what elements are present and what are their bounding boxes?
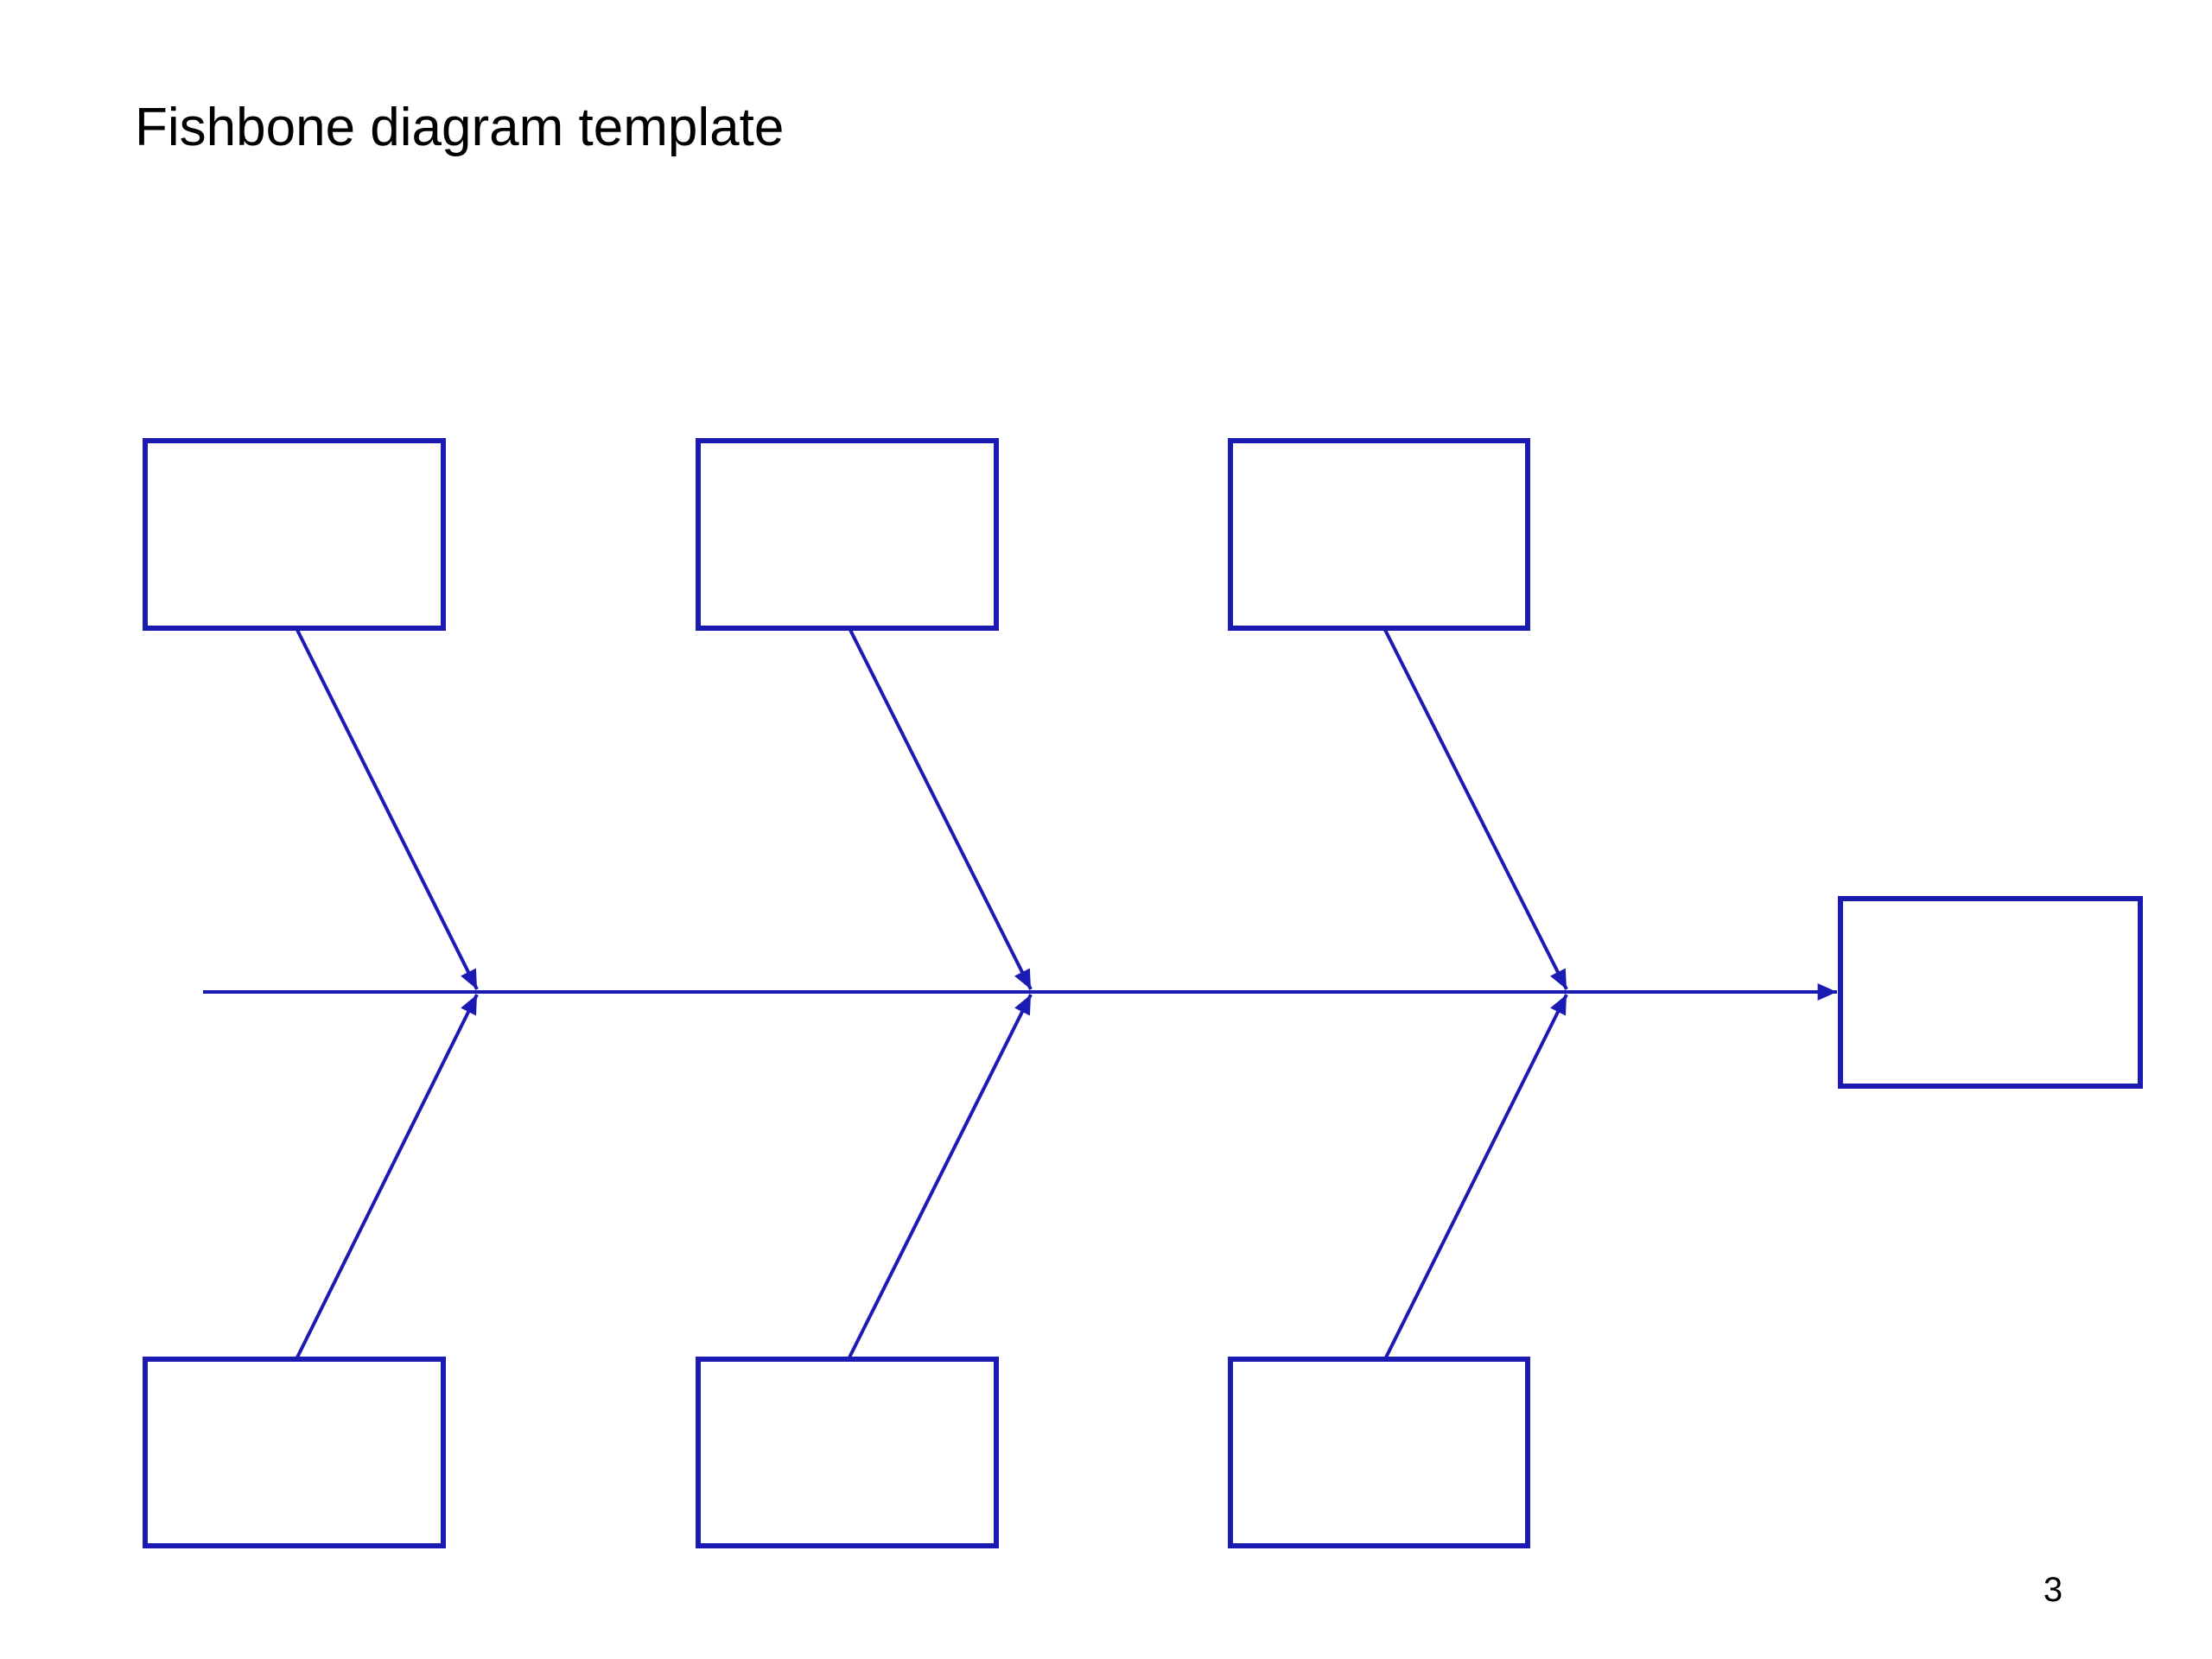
branch-arrow-bottom-1 xyxy=(295,994,479,1360)
branch-arrow-bottom-3 xyxy=(1383,994,1568,1360)
cause-box-bottom-2 xyxy=(696,1357,999,1548)
effect-box xyxy=(1838,896,2143,1089)
page-number: 3 xyxy=(2043,1571,2063,1609)
branch-arrow-top-3 xyxy=(1382,627,1568,990)
branch-arrow-top-2 xyxy=(848,627,1033,990)
page-title: Fishbone diagram template xyxy=(135,98,785,157)
branch-arrow-top-1 xyxy=(295,627,479,990)
cause-box-bottom-3 xyxy=(1228,1357,1530,1548)
cause-box-top-1 xyxy=(143,438,446,631)
cause-box-top-2 xyxy=(696,438,999,631)
cause-box-bottom-1 xyxy=(143,1357,446,1548)
branch-arrow-bottom-2 xyxy=(847,994,1033,1360)
cause-box-top-3 xyxy=(1228,438,1530,631)
